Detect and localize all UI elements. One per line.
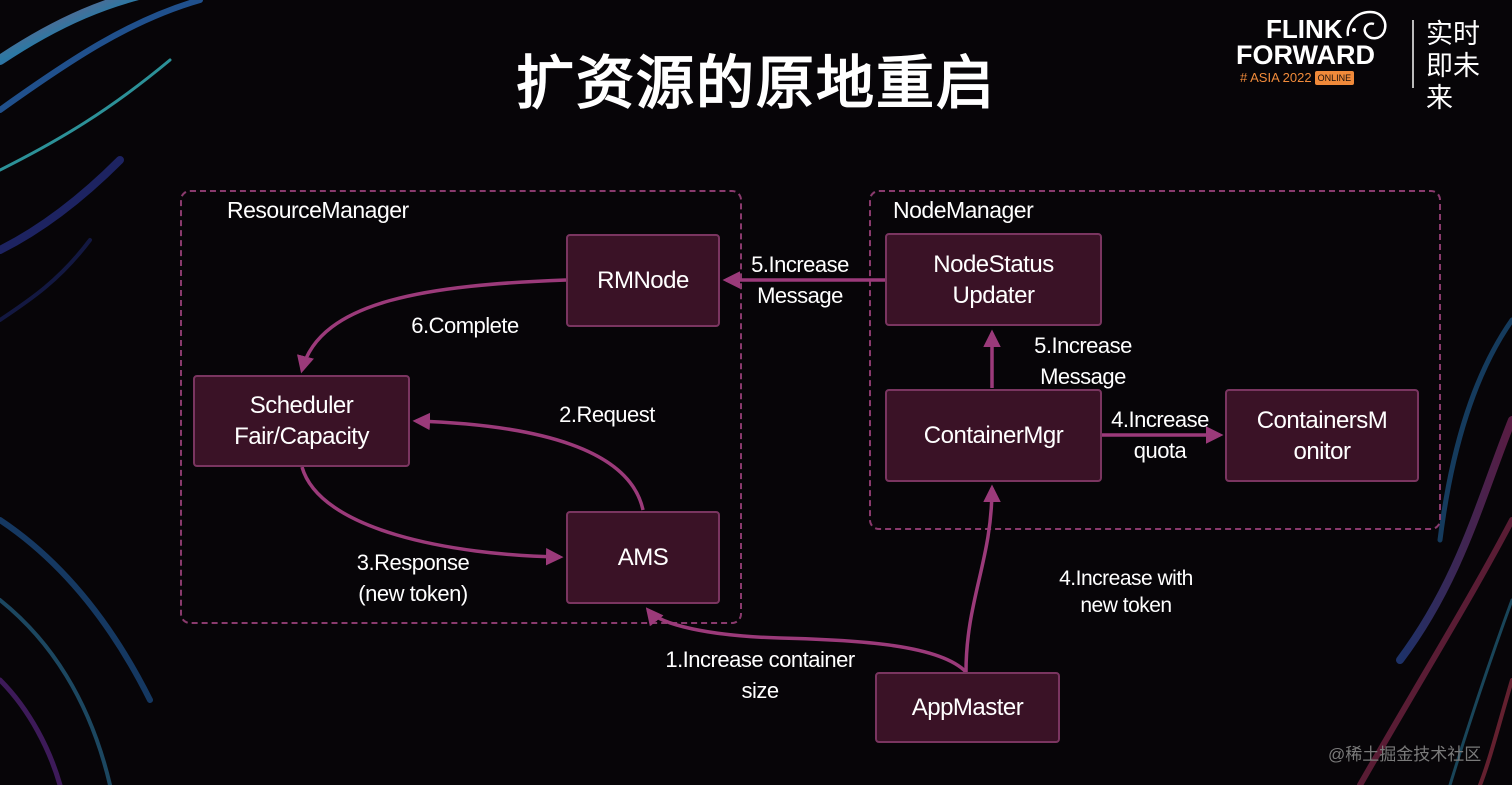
page-title: 扩资源的原地重启 [515,51,996,116]
arrow-scheduler-to-ams [300,466,564,566]
squirrel-icon [1346,10,1387,40]
arrow-ams-to-scheduler [412,412,645,511]
arrow-appmaster-to-containermgr [964,484,1001,673]
edge-label-complete: 6.Complete [411,313,519,338]
node-manager-label: NodeManager [893,197,1034,223]
edge-label-increase-container-size: 1.Increase container size [665,647,855,703]
scheduler-box: Scheduler Fair/Capacity [193,375,410,467]
arrow-appmaster-to-ams [645,607,968,674]
edge-label-increase-quota: 4.Increase quota [1111,407,1209,463]
logo-slogan: 实时即未来 [1426,19,1480,113]
arrow-rmnode-to-scheduler [297,278,567,374]
logo-flink-text: FLINK [1266,14,1343,44]
logo-event-label: # ASIA 2022 [1240,70,1312,85]
rmnode-box: RMNode [566,234,720,327]
logo-divider [1412,20,1414,88]
appmaster-box: AppMaster [875,672,1060,743]
containermgr-box: ContainerMgr [885,389,1102,482]
edge-label-request: 2.Request [559,402,655,427]
edge-label-increase-with-token: 4.Increase with new token [1059,567,1193,617]
edge-label-increase-message-rm: 5.Increase Message [751,252,849,308]
edge-label-increase-message-nm: 5.Increase Message [1034,333,1132,389]
node-manager-group [869,190,1441,530]
watermark: @稀土掘金技术社区 [1328,745,1482,764]
ams-box: AMS [566,511,720,604]
logo-online-badge: ONLINE [1314,71,1355,85]
nodestatus-updater-box: NodeStatus Updater [885,233,1102,326]
resource-manager-group [180,190,742,624]
logo-forward-text: FORWARD [1236,40,1375,70]
resource-manager-label: ResourceManager [227,197,409,223]
containers-monitor-box: ContainersM onitor [1225,389,1419,482]
edge-label-response: 3.Response (new token) [356,550,470,606]
